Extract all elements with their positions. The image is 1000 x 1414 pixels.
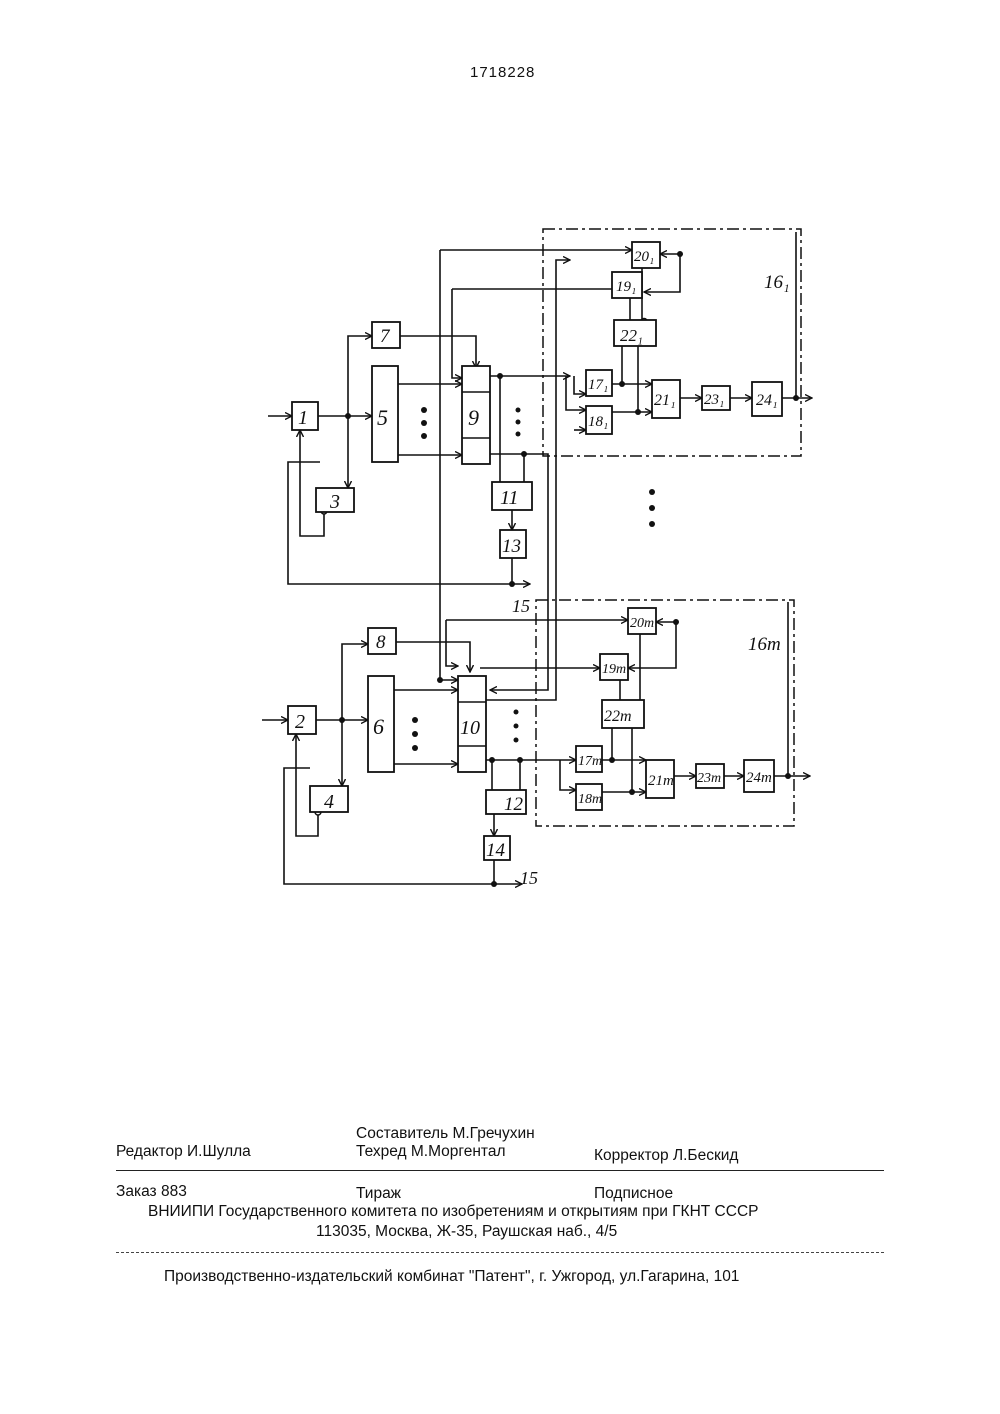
block-24-m-label: 24m	[746, 770, 772, 786]
block-20-m-label: 20m	[630, 616, 654, 631]
block-8-label: 8	[376, 632, 386, 653]
block-23-1-label: 23₁	[704, 392, 724, 408]
unit-16-1-frame	[543, 229, 801, 456]
block-17-m-label: 17m	[578, 754, 602, 769]
block-14-label: 14	[486, 840, 506, 861]
block-19-1-label: 19₁	[616, 279, 636, 295]
block-19-m-label: 19m	[602, 662, 626, 677]
block-24-1-label: 24₁	[756, 392, 778, 409]
block-18-m-label: 18m	[578, 792, 602, 807]
block-4-label: 4	[324, 791, 334, 813]
unit-16-m-label: 16m	[748, 634, 781, 655]
block-5-label: 5	[377, 405, 388, 430]
block-21-1-label: 21₁	[654, 392, 676, 409]
block-22-m-label: 22m	[604, 708, 632, 725]
output-15-bottom-label: 15	[520, 868, 538, 888]
block-17-1-label: 17₁	[588, 377, 608, 393]
block-2-label: 2	[295, 711, 305, 733]
block-1-label: 1	[298, 407, 308, 429]
block-6-label: 6	[373, 714, 384, 739]
unit-16-1-label: 16₁	[764, 272, 790, 293]
block-10-label: 10	[460, 717, 480, 739]
block-7-label: 7	[380, 326, 391, 347]
block-21-m-label: 21m	[648, 773, 674, 789]
block-23-m-label: 23m	[697, 771, 721, 786]
block-3-label: 3	[329, 491, 340, 513]
output-15-top-label: 15	[512, 596, 530, 616]
block-18-1-label: 18₁	[588, 414, 608, 430]
block-11-label: 11	[500, 487, 519, 509]
block-20-1-label: 20₁	[634, 249, 654, 265]
block-9-label: 9	[468, 405, 479, 430]
block-12-label: 12	[504, 794, 524, 815]
block-22-1-label: 22₁	[620, 326, 643, 345]
block-13-label: 13	[502, 536, 521, 557]
